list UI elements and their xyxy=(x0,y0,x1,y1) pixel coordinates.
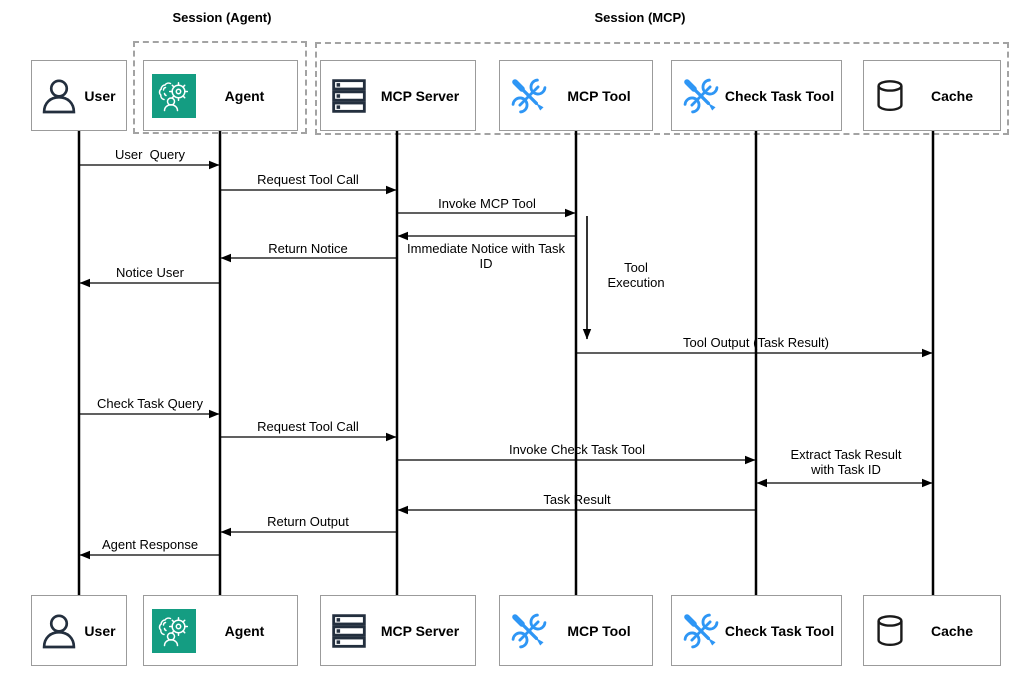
message-label-immediate-notice: Immediate Notice with Task ID xyxy=(407,241,569,271)
message-label-tool-execution: Tool Execution xyxy=(607,260,665,290)
participant-user-top: User xyxy=(31,60,127,131)
tools-icon xyxy=(680,75,722,117)
message-label-request-tool-call-1: Request Tool Call xyxy=(257,172,359,187)
session-mcp-header: Session (MCP) xyxy=(594,10,686,25)
message-label-return-notice: Return Notice xyxy=(268,241,348,256)
participant-name: MCP Server xyxy=(380,87,460,104)
participant-cache-bottom: Cache xyxy=(863,595,1001,666)
message-label-task-result: Task Result xyxy=(543,492,611,507)
tools-icon xyxy=(508,75,550,117)
participant-check-task-tool-bottom: Check Task Tool xyxy=(671,595,842,666)
participant-agent-bottom: Agent xyxy=(143,595,298,666)
message-label-extract-task-result: Extract Task Result with Task ID xyxy=(790,447,906,477)
participant-name: Cache xyxy=(930,622,974,639)
participant-name: MCP Tool xyxy=(567,87,631,104)
tools-icon xyxy=(680,610,722,652)
participant-mcp-tool-bottom: MCP Tool xyxy=(499,595,653,666)
message-label-agent-response: Agent Response xyxy=(101,537,199,552)
participant-name: Agent xyxy=(224,87,265,104)
participant-mcp-server-top: MCP Server xyxy=(320,60,476,131)
participant-name: MCP Tool xyxy=(567,622,631,639)
tools-icon xyxy=(508,610,550,652)
message-label-invoke-check-task-tool: Invoke Check Task Tool xyxy=(508,442,646,457)
participant-check-task-tool-top: Check Task Tool xyxy=(671,60,842,131)
message-label-request-tool-call-2: Request Tool Call xyxy=(257,419,359,434)
message-label-check-task-query: Check Task Query xyxy=(97,396,203,411)
participant-name: Check Task Tool xyxy=(724,622,835,639)
server-icon xyxy=(329,76,369,116)
participant-name: MCP Server xyxy=(380,622,460,639)
session-agent-header: Session (Agent) xyxy=(172,10,272,25)
participant-cache-top: Cache xyxy=(863,60,1001,131)
message-label-tool-output: Tool Output (Task Result) xyxy=(683,335,829,350)
server-icon xyxy=(329,611,369,651)
user-icon xyxy=(40,76,78,116)
agent-icon xyxy=(152,608,196,653)
message-label-notice-user: Notice User xyxy=(116,265,184,280)
message-label-user-query: User Query xyxy=(114,147,186,162)
database-icon xyxy=(872,611,908,651)
user-icon xyxy=(40,611,78,651)
participant-user-bottom: User xyxy=(31,595,127,666)
database-icon xyxy=(872,76,908,116)
session-mcp-frame xyxy=(315,42,1009,135)
message-label-return-output: Return Output xyxy=(267,514,349,529)
message-label-invoke-mcp-tool: Invoke MCP Tool xyxy=(438,196,536,211)
participant-agent-top: Agent xyxy=(143,60,298,131)
participant-name: User xyxy=(84,87,116,104)
participant-name: Check Task Tool xyxy=(724,87,835,104)
participant-mcp-tool-top: MCP Tool xyxy=(499,60,653,131)
participant-name: User xyxy=(84,622,116,639)
agent-icon xyxy=(152,73,196,118)
participant-name: Agent xyxy=(224,622,265,639)
participant-name: Cache xyxy=(930,87,974,104)
participant-mcp-server-bottom: MCP Server xyxy=(320,595,476,666)
